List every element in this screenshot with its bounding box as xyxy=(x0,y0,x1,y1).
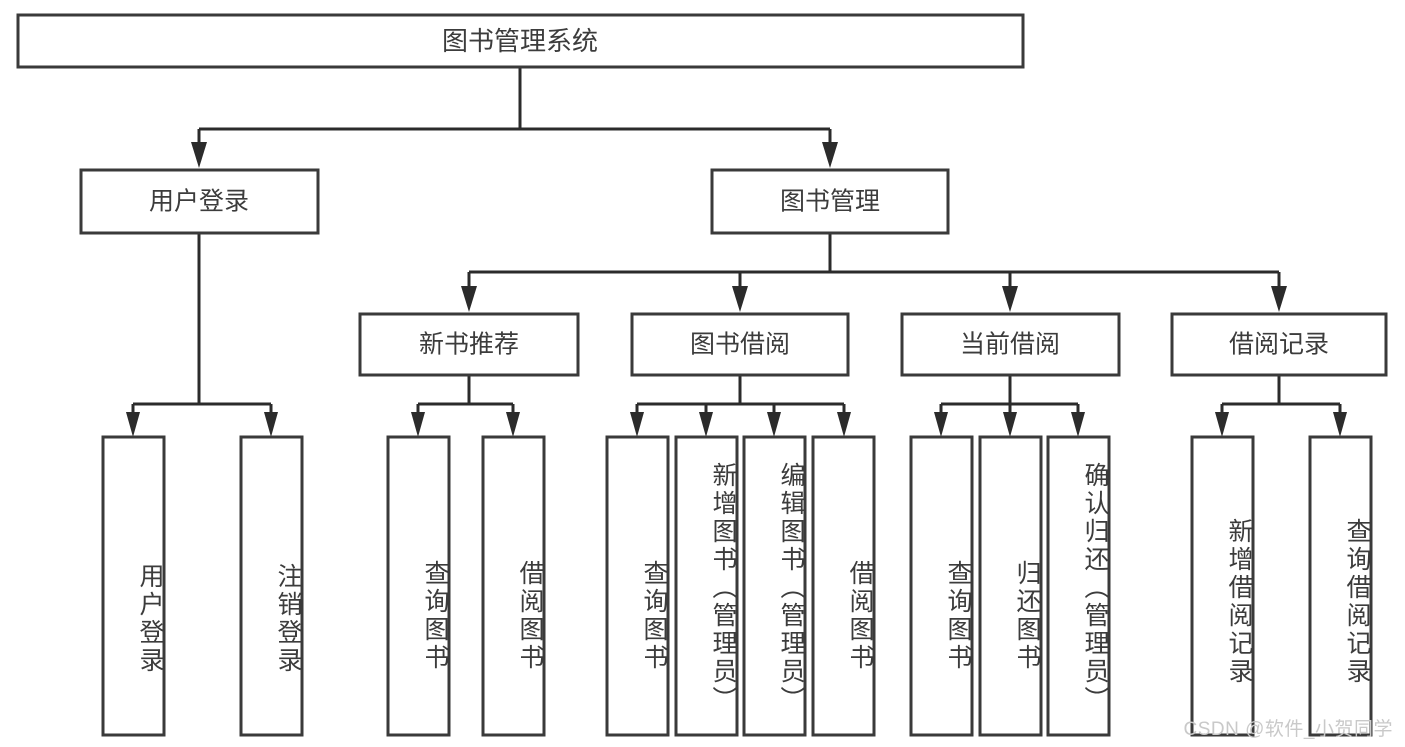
node-root[interactable]: 图书管理系统 xyxy=(16,13,1025,69)
arrow-head-leaf-cb-confirm xyxy=(1071,412,1085,437)
leaf-boxes xyxy=(101,435,1373,737)
edge-group-borrow-records xyxy=(1215,375,1347,437)
arrow-head-leaf-br-query xyxy=(1333,412,1347,437)
leaf-box-bb-edit-book[interactable] xyxy=(742,435,807,737)
arrow-head-leaf-br-add xyxy=(1215,412,1229,437)
edge-group-book-mgmt xyxy=(461,233,1287,312)
arrow-head-new-book xyxy=(461,286,477,312)
arrow-head-leaf-bb-add xyxy=(699,412,713,437)
leaf-box-nb-query-book[interactable] xyxy=(386,435,451,737)
node-user-login[interactable]: 用户登录 xyxy=(79,168,320,235)
node-current-borrow-box[interactable] xyxy=(900,312,1121,377)
arrow-head-user-login xyxy=(191,142,207,168)
node-new-book-recommend-label: 新书推荐 xyxy=(419,331,519,359)
leaf-box-cb-query-book[interactable] xyxy=(909,435,974,737)
node-book-mgmt-box[interactable] xyxy=(710,168,950,235)
node-user-login-label: 用户登录 xyxy=(149,188,249,216)
node-borrow-records-label: 借阅记录 xyxy=(1229,331,1329,359)
node-borrow-records-box[interactable] xyxy=(1170,312,1388,377)
node-user-login-box[interactable] xyxy=(79,168,320,235)
edge-group-book-borrow xyxy=(630,375,851,437)
edge-group-user-login xyxy=(126,233,278,437)
node-borrow-records[interactable]: 借阅记录 xyxy=(1170,312,1388,377)
leaf-box-nb-borrow-book[interactable] xyxy=(481,435,546,737)
leaf-box-br-query-record[interactable] xyxy=(1308,435,1373,737)
node-new-book-recommend-box[interactable] xyxy=(358,312,580,377)
node-current-borrow-label: 当前借阅 xyxy=(960,331,1060,359)
leaf-box-cb-confirm-return[interactable] xyxy=(1046,435,1111,737)
arrow-head-leaf-nb-borrow xyxy=(506,412,520,437)
arrow-head-current-borrow xyxy=(1002,286,1018,312)
edge-group-root xyxy=(191,68,838,168)
arrow-head-leaf-cb-return xyxy=(1003,412,1017,437)
node-book-mgmt-label: 图书管理 xyxy=(780,188,880,216)
node-current-borrow[interactable]: 当前借阅 xyxy=(900,312,1121,377)
leaf-box-user-login[interactable] xyxy=(101,435,166,737)
leaf-box-logout[interactable] xyxy=(239,435,304,737)
node-root-box[interactable] xyxy=(16,13,1025,69)
leaf-box-bb-query-book[interactable] xyxy=(605,435,670,737)
node-book-borrow[interactable]: 图书借阅 xyxy=(630,312,850,377)
arrow-head-borrow-records xyxy=(1271,286,1287,312)
arrow-head-leaf-cb-query xyxy=(934,412,948,437)
node-book-borrow-box[interactable] xyxy=(630,312,850,377)
arrow-head-leaf-nb-query xyxy=(411,412,425,437)
arrow-head-leaf-bb-query xyxy=(630,412,644,437)
edge-group-new-book xyxy=(411,375,520,437)
arrow-head-book-borrow xyxy=(732,286,748,312)
node-new-book-recommend[interactable]: 新书推荐 xyxy=(358,312,580,377)
node-book-borrow-label: 图书借阅 xyxy=(690,331,790,359)
arrow-head-book-mgmt xyxy=(822,142,838,168)
leaf-box-bb-add-book[interactable] xyxy=(674,435,739,737)
leaf-box-br-add-record[interactable] xyxy=(1190,435,1255,737)
arrow-head-leaf-bb-edit xyxy=(767,412,781,437)
watermark-text: CSDN @软件_小贺同学 xyxy=(1183,719,1393,740)
edge-group-current-borrow xyxy=(934,375,1085,437)
node-root-label: 图书管理系统 xyxy=(442,26,598,56)
arrow-head-leaf-bb-borrow xyxy=(837,412,851,437)
leaf-box-cb-return-book[interactable] xyxy=(978,435,1043,737)
arrow-head-leaf-user-login xyxy=(126,412,140,437)
node-book-mgmt[interactable]: 图书管理 xyxy=(710,168,950,235)
leaf-box-bb-borrow-book[interactable] xyxy=(811,435,876,737)
arrow-head-leaf-logout xyxy=(264,412,278,437)
